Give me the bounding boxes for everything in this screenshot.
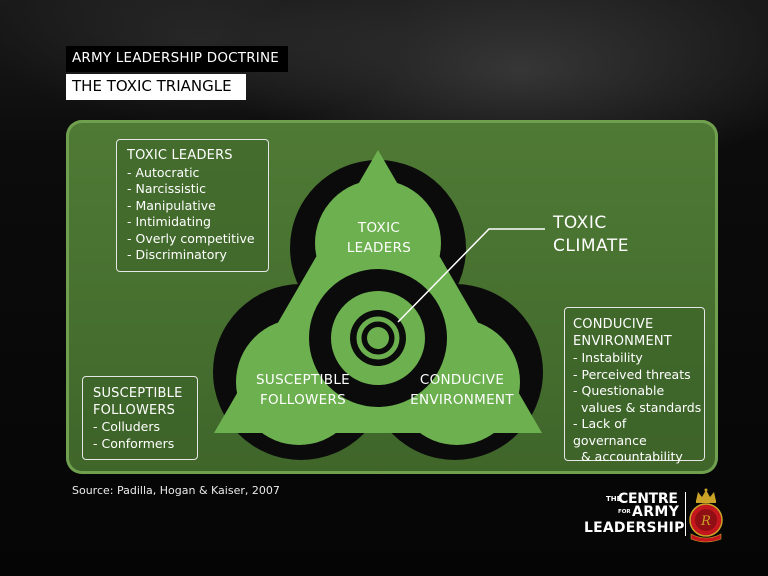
list-item: - Instability xyxy=(573,350,643,365)
royal-cipher-crest-icon: R xyxy=(689,488,723,543)
environment-heading-1: CONDUCIVE xyxy=(573,317,654,332)
list-item: - Lack of governance xyxy=(573,416,647,448)
susceptible-followers-box: SUSCEPTIBLE FOLLOWERS - Colluders - Conf… xyxy=(82,376,198,460)
triangle-label-environment: CONDUCIVE ENVIRONMENT xyxy=(410,372,514,408)
lobe-inner-top xyxy=(315,180,441,306)
logo-centre: CENTRE xyxy=(618,491,678,507)
toxic-climate-label: TOXIC CLIMATE xyxy=(553,213,629,256)
doctrine-label: ARMY LEADERSHIP DOCTRINE xyxy=(66,46,288,72)
logo-divider xyxy=(685,492,686,536)
center-dot xyxy=(367,327,389,349)
list-item: - Intimidating xyxy=(127,214,211,229)
environment-heading-2: ENVIRONMENT xyxy=(573,333,672,349)
followers-heading-2: FOLLOWERS xyxy=(93,402,176,418)
list-item: values & standards xyxy=(573,399,702,415)
center-ring xyxy=(356,316,400,360)
triangle-label-leaders: TOXIC LEADERS xyxy=(346,220,412,256)
source-citation: Source: Padilla, Hogan & Kaiser, 2007 xyxy=(72,484,280,497)
followers-heading-1: SUSCEPTIBLE xyxy=(93,386,183,401)
centre-army-leadership-logo: THE CENTRE FOR ARMY LEADERSHIP R xyxy=(584,487,724,543)
logo-the: THE xyxy=(606,495,622,503)
triangle-label-followers: SUSCEPTIBLE FOLLOWERS xyxy=(256,372,350,408)
list-item: - Narcissistic xyxy=(127,181,206,196)
list-item: - Questionable xyxy=(573,383,665,398)
list-item: & accountability xyxy=(573,449,683,464)
list-item: - Colluders xyxy=(93,419,161,434)
list-item: - Discriminatory xyxy=(127,247,227,262)
climate-pointer-line xyxy=(397,228,545,323)
toxic-leaders-heading: TOXIC LEADERS xyxy=(127,148,233,163)
list-item: - Manipulative xyxy=(127,197,216,213)
biohazard-ring xyxy=(309,269,447,407)
toxic-leaders-box: TOXIC LEADERS - Autocratic - Narcissisti… xyxy=(116,139,269,272)
list-item: - Perceived threats xyxy=(573,366,691,382)
logo-leadership: LEADERSHIP xyxy=(584,520,685,536)
conducive-environment-box: CONDUCIVE ENVIRONMENT - Instability - Pe… xyxy=(564,307,705,464)
logo-for: FOR xyxy=(618,509,631,515)
slide-title: THE TOXIC TRIANGLE xyxy=(66,74,246,100)
svg-text:R: R xyxy=(700,514,711,529)
list-item: - Overly competitive xyxy=(127,230,255,246)
list-item: - Conformers xyxy=(93,435,175,451)
list-item: - Autocratic xyxy=(127,164,200,180)
logo-army: ARMY xyxy=(632,504,680,520)
